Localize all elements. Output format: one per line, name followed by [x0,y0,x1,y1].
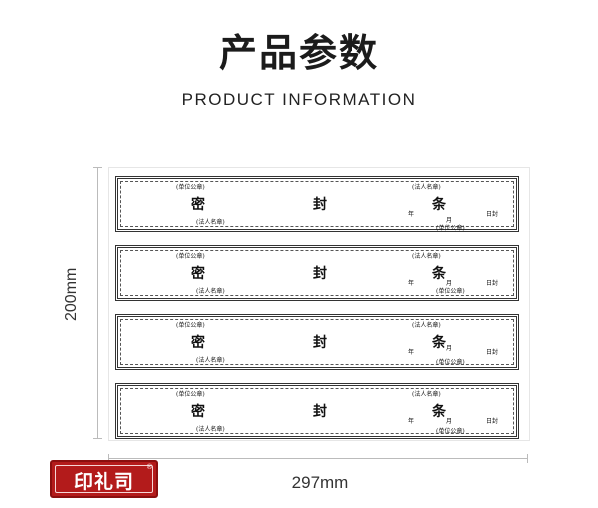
legal-rep-label-2: (法人名章) [196,219,225,226]
legal-rep-label-2: (法人名章) [196,426,225,433]
width-dimension-label: 297mm [291,473,349,492]
width-dimension-tick-right [527,454,528,463]
unit-seal-label: (单位公章) [176,184,205,191]
month-label: 月 [446,418,453,425]
seal-strip: (单位公章) (法人名章) 密 封 条 (法人名章) 年 月 日封 (单位公章) [115,314,519,370]
seal-char-2: 封 [313,266,327,282]
width-dimension-tick-left [108,454,109,463]
day-seal-label: 日封 [486,280,499,287]
year-label: 年 [408,280,415,287]
seal-char-2: 封 [313,404,327,420]
seal-strip: (单位公章) (法人名章) 密 封 条 (法人名章) 年 月 日封 (单位公章) [115,383,519,439]
legal-rep-label: (法人名章) [412,253,441,260]
legal-rep-label-2: (法人名章) [196,357,225,364]
height-dimension-label: 200mm [63,267,80,321]
brand-logo-frame [55,465,153,493]
seal-strip: (单位公章) (法人名章) 密 封 条 (法人名章) 年 月 日封 (单位公章) [115,176,519,232]
seal-char-1: 密 [191,266,205,282]
unit-seal-label-2: (单位公章) [436,359,465,366]
seal-char-2: 封 [313,197,327,213]
month-label: 月 [446,280,453,287]
height-dimension-tick-bottom [93,438,102,439]
seal-char-1: 密 [191,335,205,351]
width-dimension-line [108,458,528,459]
legal-rep-label: (法人名章) [412,322,441,329]
unit-seal-label: (单位公章) [176,322,205,329]
year-label: 年 [408,211,415,218]
day-seal-label: 日封 [486,349,499,356]
seal-char-3: 条 [432,197,446,213]
registered-mark: ® [146,464,152,471]
unit-seal-label: (单位公章) [176,253,205,260]
day-seal-label: 日封 [486,418,499,425]
month-label: 月 [446,217,453,224]
seal-strip: (单位公章) (法人名章) 密 封 条 (法人名章) 年 月 日封 (单位公章) [115,245,519,301]
month-label: 月 [446,345,453,352]
seal-char-3: 条 [432,404,446,420]
seal-char-3: 条 [432,266,446,282]
brand-logo-text: 印礼司 [73,471,134,493]
unit-seal-label-2: (单位公章) [436,428,465,435]
unit-seal-label-2: (单位公章) [436,225,465,232]
year-label: 年 [408,418,415,425]
seal-char-2: 封 [313,335,327,351]
unit-seal-label: (单位公章) [176,391,205,398]
page-title: 产品参数 [218,31,379,75]
height-dimension-line [97,167,98,439]
legal-rep-label-2: (法人名章) [196,288,225,295]
legal-rep-label: (法人名章) [412,184,441,191]
unit-seal-label-2: (单位公章) [436,288,465,295]
legal-rep-label: (法人名章) [412,391,441,398]
product-sheet: (单位公章) (法人名章) 密 封 条 (法人名章) 年 月 日封 (单位公章)… [108,167,530,441]
seal-char-1: 密 [191,404,205,420]
height-dimension-tick-top [93,167,102,168]
seal-char-1: 密 [191,197,205,213]
page-subtitle: PRODUCT INFORMATION [181,90,417,109]
year-label: 年 [408,349,415,356]
seal-char-3: 条 [432,335,446,351]
brand-logo: 印礼司 ® [50,460,158,498]
day-seal-label: 日封 [486,211,499,218]
